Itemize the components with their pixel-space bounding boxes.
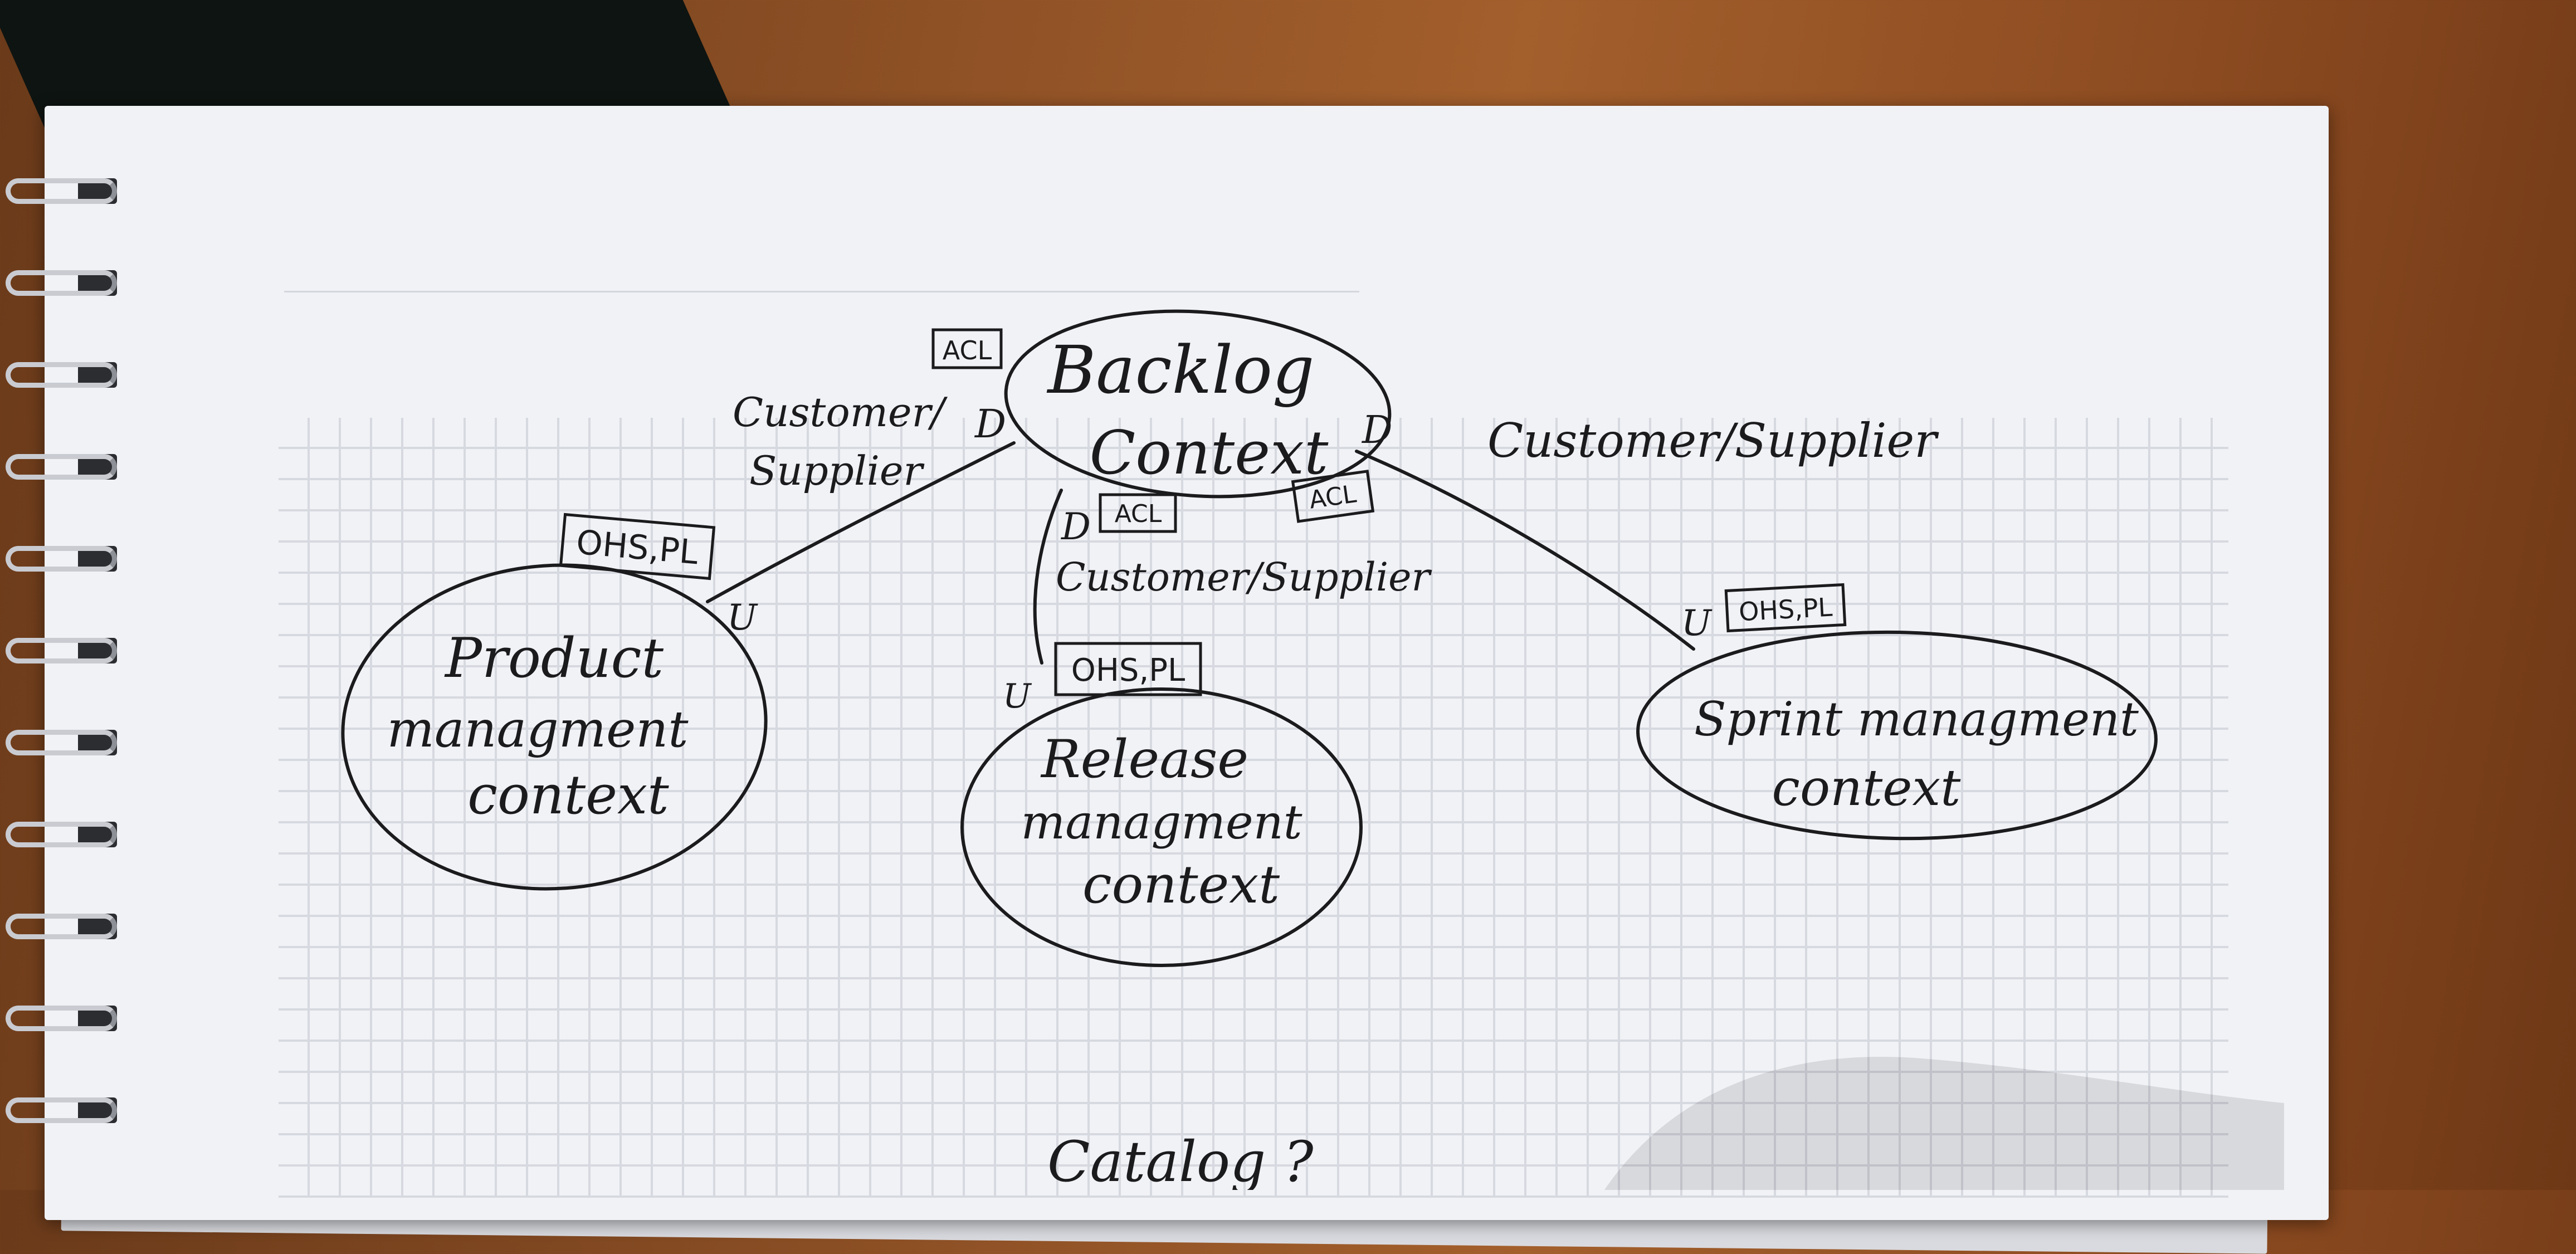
node-sprint-label-1: Sprint managment [1694,692,2139,746]
upstream-marker: U [1003,677,1032,716]
upstream-tag: OHS,PL [575,523,700,573]
node-release-context: Release managment context [960,687,1363,967]
footer-partial-text: Catalog ? [1047,1129,1314,1190]
downstream-marker: D [1061,505,1091,548]
node-sprint-shape [1636,630,2158,841]
relation-label: Customer/Supplier [1487,413,1939,468]
relation-backlog-product: Customer/ Supplier D ACL OHS,PL U [559,328,1006,638]
node-sprint-context: Sprint managment context [1636,630,2158,841]
downstream-tag: ACL [1115,500,1162,528]
node-product-label-2: managment [387,700,689,759]
node-product-shape [341,563,768,891]
binding-coil [6,178,117,204]
tag-box [931,328,1003,369]
node-release-shape [960,687,1363,967]
binding-coil [6,454,117,480]
node-product-label-3: context [467,764,669,826]
tag-box [1291,470,1375,523]
edge-backlog-release [1033,489,1063,665]
binding-coil [6,1097,117,1123]
node-product-label-1: Product [444,627,664,690]
binding-coil [6,270,117,296]
binding-coil [6,914,117,939]
binding-coil [6,730,117,755]
spiral-binding [0,167,128,1192]
binding-coil [6,362,117,388]
relation-backlog-sprint: D Customer/Supplier ACL U OHS,PL [1291,408,1939,644]
node-sprint-label-2: context [1772,759,1962,817]
binding-coil [6,638,117,663]
node-release-label-1: Release [1040,729,1248,790]
node-backlog-label-2: Context [1090,418,1329,488]
edge-backlog-sprint [1355,450,1695,651]
upstream-tag: OHS,PL [1738,592,1833,627]
relation-label: Customer/ [733,389,948,436]
node-release-label-2: managment [1021,795,1302,850]
node-backlog-label-1: Backlog [1047,331,1315,408]
upstream-marker: U [727,597,758,638]
binding-coil [6,546,117,572]
edge-backlog-product [706,441,1016,603]
upstream-marker: U [1681,603,1713,644]
grid-paper-area [279,418,2228,1198]
context-map-diagram: Backlog Context Product managment contex… [341,309,2284,1190]
node-product-context: Product managment context [341,563,768,891]
tag-box [1099,493,1177,533]
downstream-tag: ACL [1307,480,1358,514]
shadow-overlay [1604,1056,2284,1190]
node-backlog-shape [1004,309,1392,499]
downstream-marker: D [974,401,1006,447]
relation-label: Customer/Supplier [1056,554,1432,600]
tag-box [1054,642,1202,696]
upstream-tag: OHS,PL [1071,652,1185,689]
tag-box [1724,583,1847,633]
relation-label: Supplier [749,447,925,494]
lined-paper-area [284,212,1359,368]
relation-backlog-release: D ACL Customer/Supplier OHS,PL U [1003,493,1432,716]
node-backlog-context: Backlog Context [1004,309,1392,499]
binding-coil [6,822,117,847]
node-release-label-3: context [1082,855,1280,915]
downstream-tag: ACL [943,335,992,365]
tag-box [559,513,716,580]
binding-coil [6,1006,117,1031]
downstream-marker: D [1361,408,1393,452]
